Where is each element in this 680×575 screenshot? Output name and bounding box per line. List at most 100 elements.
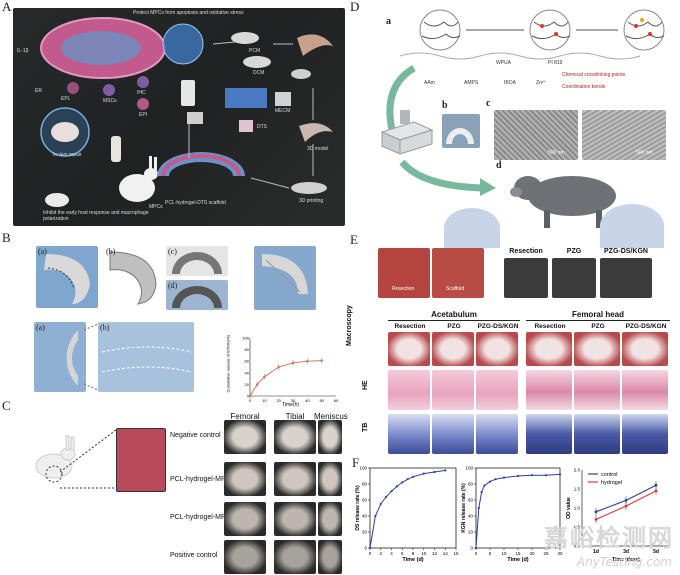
c-surgery-photo: [116, 428, 166, 492]
c-tissue-image: [274, 420, 316, 454]
data-point: [444, 469, 447, 472]
x-tick-label: 10: [421, 551, 427, 556]
e-histology-image: [388, 414, 430, 454]
label-inhibit: Inhibit the early host response and macr…: [43, 210, 149, 222]
x-tick-label: 0: [475, 551, 478, 556]
e-photo-scaffold-label: Scaffold: [446, 286, 464, 292]
e-histology-image: [622, 332, 668, 366]
x-tick-label: 15: [515, 551, 521, 556]
data-point: [395, 485, 398, 488]
label-epi: EPI: [139, 112, 148, 118]
x-tick-label: 20: [529, 551, 535, 556]
x-tick-label: 30: [291, 398, 296, 403]
x-tick-label: 30: [557, 551, 563, 556]
series-line: [249, 360, 322, 397]
label-epl: EPL: [61, 96, 71, 102]
label-dcm: DCM: [253, 70, 265, 76]
watermark: 嘉峪检测网: [544, 525, 674, 552]
e-group-femoral: Femoral head: [571, 310, 624, 319]
series-line: [369, 469, 446, 549]
e-histology-image: [388, 332, 430, 366]
b-photo-e: [254, 246, 316, 310]
y-tick-label: 60: [468, 498, 474, 503]
b-sublabel-b: (b): [106, 247, 116, 256]
panel-letter-e: E: [350, 232, 358, 247]
y-tick-label: 0: [364, 546, 367, 551]
plot-frame: [369, 467, 457, 549]
panel-letter-c: C: [2, 398, 11, 413]
d-legend-coord: Coordination bonds: [562, 84, 606, 90]
e-histology-image: [574, 414, 620, 454]
y-tick-label: 40: [245, 370, 250, 375]
data-point: [390, 490, 393, 493]
e-histology-image: [476, 370, 518, 410]
x-tick-label: 14: [443, 551, 449, 556]
b-sublabel-b2: (b): [100, 323, 110, 332]
x-tick-label: 12: [432, 551, 438, 556]
x-axis-label: Time (d): [507, 557, 528, 562]
c-row-mpcs: PCL-hydrogel-MPCs: [170, 514, 235, 521]
d-sem-1: [494, 110, 578, 160]
label-3d-model: 3D model: [307, 146, 329, 152]
c-tissue-image: [224, 540, 266, 574]
data-point: [477, 506, 480, 510]
y-tick-label: 2.0: [574, 468, 581, 473]
chart-b-ylabel: Cumulative release of BTMN(%): [225, 335, 231, 393]
data-point: [654, 483, 658, 487]
x-tick-label: 5d: [653, 549, 659, 555]
label-scaffold: PCL-hydrogel-DTS scaffold: [165, 200, 226, 206]
c-row-negative: Negative control: [170, 432, 221, 439]
c-tissue-image: [224, 420, 266, 454]
label-ihc: IHC: [137, 90, 146, 96]
y-tick-label: 1.5: [574, 487, 581, 492]
d-legend-zn: Zn²⁺: [536, 80, 547, 86]
e-mri-2: [552, 258, 596, 298]
y-tick-label: 40: [468, 514, 474, 519]
x-tick-label: 40: [305, 398, 310, 403]
data-point: [379, 502, 382, 506]
panel-letter-b: B: [2, 230, 11, 245]
d-sublabel-a: a: [386, 16, 391, 27]
label-mecm: MECM: [275, 108, 291, 114]
e-mri-label-3: PZG-DS/KGN: [604, 248, 648, 255]
e-row-tb: TB: [362, 422, 369, 432]
e-histology-image: [622, 414, 668, 454]
b-sublabel-c: (c): [168, 247, 177, 256]
x-tick-label: 3d: [623, 549, 629, 555]
b-sublabel-a: (a): [38, 247, 47, 256]
x-tick-label: 10: [262, 398, 267, 403]
y-tick-label: 60: [245, 359, 250, 364]
data-point: [502, 476, 506, 479]
data-point: [530, 474, 534, 477]
c-tissue-image: [318, 420, 342, 454]
e-group-acetabulum: Acetabulum: [431, 310, 477, 319]
label-er: ER: [35, 88, 42, 94]
data-point: [494, 478, 497, 481]
data-point: [594, 510, 598, 514]
data-point: [406, 478, 409, 481]
data-point: [480, 490, 483, 494]
b-sublabel-d: (d): [168, 281, 178, 290]
d-legend-chem: Chemical crosslinking points: [562, 72, 626, 78]
data-point: [516, 474, 520, 478]
x-tick-label: 60: [334, 398, 339, 403]
e-histology-image: [432, 332, 474, 366]
e-col-header: Resection: [534, 323, 566, 330]
e-photo-resection-label: Resection: [392, 286, 415, 292]
y-axis-label: DS release rate (%): [355, 485, 361, 531]
b-sublabel-a2: (a): [36, 323, 45, 332]
label-il1b: IL-1β: [17, 48, 29, 54]
y-tick-label: 100: [242, 336, 249, 341]
watermark-sub: AnyTesting.com: [576, 555, 672, 569]
data-point: [411, 475, 415, 478]
label-pcm: PCM: [249, 48, 261, 54]
data-point: [368, 546, 372, 550]
y-tick-label: 20: [362, 530, 368, 535]
data-point: [385, 495, 388, 498]
d-legend-pi819: PI 819: [548, 60, 563, 66]
c-tissue-image: [274, 462, 316, 496]
d-pig-illustration: [510, 176, 616, 228]
panel-letter-d: D: [350, 0, 360, 14]
